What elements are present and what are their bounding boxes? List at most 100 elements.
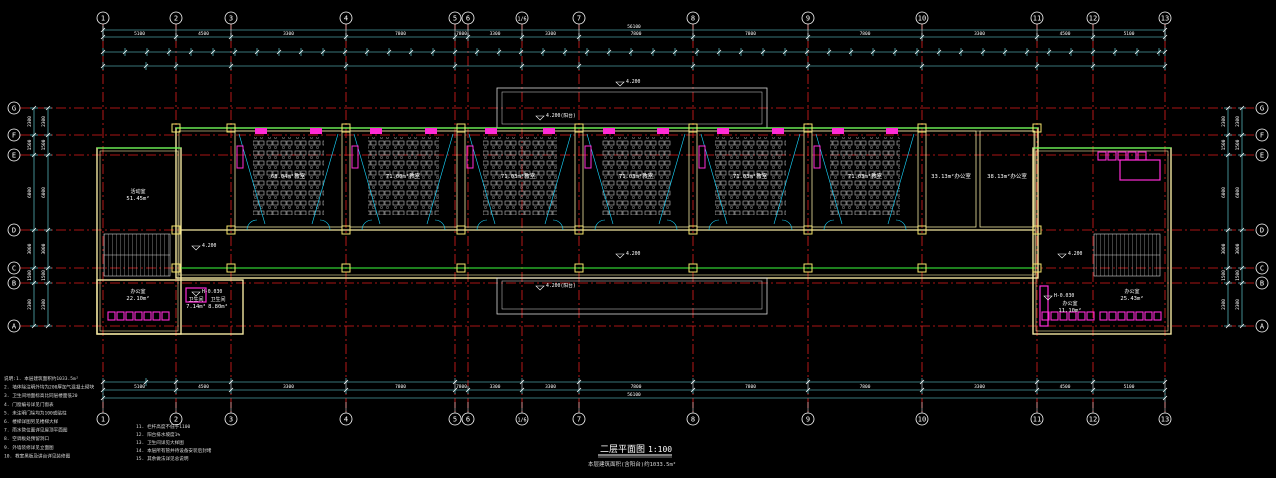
classroom-desks bbox=[601, 137, 671, 215]
room-name: 卫生间 bbox=[210, 296, 225, 303]
level-mark bbox=[535, 115, 545, 121]
dimension-value: 1500 bbox=[1235, 270, 1241, 281]
toilet-fixture bbox=[1117, 311, 1126, 321]
door-swing bbox=[434, 219, 446, 231]
axis-label: 2 bbox=[174, 416, 178, 424]
toilet-fixture bbox=[1137, 151, 1147, 161]
room-label: 71.00m²教室 bbox=[386, 172, 421, 180]
radiator bbox=[370, 128, 382, 134]
level-mark bbox=[615, 81, 625, 87]
office-wall bbox=[979, 130, 1035, 228]
column bbox=[226, 123, 236, 133]
door-swing bbox=[823, 219, 835, 231]
door-swing bbox=[781, 219, 793, 231]
classroom-wall bbox=[696, 130, 805, 228]
toilet-fixture bbox=[1108, 311, 1117, 321]
axis-label: C bbox=[12, 265, 16, 273]
toilet-fixture bbox=[1097, 151, 1107, 161]
door-swing bbox=[594, 219, 606, 231]
axis-bubble bbox=[7, 148, 21, 162]
dimension-value: 3300 bbox=[283, 31, 294, 37]
level-text: H-0.030 bbox=[1054, 293, 1074, 299]
dimension-value: 7800 bbox=[395, 31, 406, 37]
axis-label: E bbox=[12, 152, 16, 160]
axis-label: 13 bbox=[1161, 15, 1169, 23]
dimension-value: 1500 bbox=[1235, 139, 1241, 150]
dimension-value: 3300 bbox=[545, 31, 556, 37]
axis-label: 3 bbox=[229, 416, 233, 424]
room-label: 71.03m²教室 bbox=[501, 172, 536, 180]
radiator bbox=[603, 128, 615, 134]
column bbox=[574, 263, 584, 273]
axis-bubble bbox=[7, 276, 21, 290]
column bbox=[456, 123, 466, 133]
toilet-fixture bbox=[1059, 311, 1068, 321]
column bbox=[171, 225, 181, 235]
radiator bbox=[772, 128, 784, 134]
column bbox=[341, 123, 351, 133]
classroom-desks bbox=[483, 137, 557, 215]
dimension-value: 5100 bbox=[1124, 384, 1135, 390]
level-text: 4.200 bbox=[626, 251, 641, 257]
axis-bubble bbox=[7, 223, 21, 237]
dimension-value: 3000 bbox=[1221, 243, 1227, 254]
column bbox=[917, 263, 927, 273]
axis-label: F bbox=[1260, 132, 1264, 140]
room-label: 7.14m² bbox=[186, 303, 206, 310]
dimension-value: 2300 bbox=[1235, 116, 1241, 127]
door-swing bbox=[895, 219, 907, 231]
dimension-value: 1500 bbox=[41, 139, 47, 150]
dimension-value: 6000 bbox=[1235, 187, 1241, 198]
toilet-fixture bbox=[143, 311, 152, 321]
radiator bbox=[543, 128, 555, 134]
dimension-value: 7800 bbox=[860, 384, 871, 390]
dimension-value: 2300 bbox=[1221, 299, 1227, 310]
dimension-value: 6000 bbox=[27, 187, 33, 198]
room-label: 11.10m² bbox=[1058, 307, 1081, 314]
door-swing bbox=[666, 219, 678, 231]
room-label: 22.10m² bbox=[126, 295, 149, 302]
dimension-value: 3000 bbox=[1235, 243, 1241, 254]
radiator bbox=[425, 128, 437, 134]
drawing-subtitle: 本层建筑面积(含阳台)约1033.5m² bbox=[588, 460, 676, 468]
axis-label: 1/6 bbox=[517, 418, 526, 424]
column bbox=[803, 263, 813, 273]
axis-bubble bbox=[7, 101, 21, 115]
column bbox=[574, 123, 584, 133]
room-label: 71.03m²教室 bbox=[848, 172, 883, 180]
axis-bubble bbox=[7, 319, 21, 333]
door-swing bbox=[246, 219, 258, 231]
axis-label: 10 bbox=[918, 416, 926, 424]
room-label: 71.03m²教室 bbox=[619, 172, 654, 180]
podium bbox=[351, 145, 359, 169]
south-balcony bbox=[496, 277, 768, 315]
axis-label: F bbox=[12, 132, 16, 140]
dimension-value: 7800 bbox=[745, 384, 756, 390]
axis-label: 11 bbox=[1033, 15, 1041, 23]
room-label: 71.03m²教室 bbox=[733, 172, 768, 180]
axis-bubble bbox=[1255, 261, 1269, 275]
column bbox=[917, 225, 927, 235]
axis-label: 7 bbox=[577, 15, 581, 23]
note-line: 10. 教室黑板及讲台详见装修图 bbox=[4, 452, 71, 459]
axis-label: 6 bbox=[466, 416, 470, 424]
axis-label: D bbox=[12, 227, 16, 235]
toilet-fixture bbox=[1068, 311, 1077, 321]
room-label: 25.43m² bbox=[1120, 295, 1143, 302]
dimension-value: 1500 bbox=[27, 270, 33, 281]
axis-label: 2 bbox=[174, 15, 178, 23]
dimension-value: 3300 bbox=[283, 384, 294, 390]
door-swing bbox=[708, 219, 720, 231]
axis-label: 8 bbox=[691, 15, 695, 23]
dimension-value: 3300 bbox=[545, 384, 556, 390]
axis-label: 1 bbox=[101, 15, 105, 23]
column bbox=[341, 225, 351, 235]
axis-label: A bbox=[1260, 323, 1265, 331]
toilet-fixture bbox=[152, 311, 161, 321]
west-annex-wall bbox=[96, 279, 244, 335]
level-mark bbox=[615, 253, 625, 259]
dimension-value: 7800 bbox=[395, 384, 406, 390]
toilet-fixture bbox=[1127, 151, 1137, 161]
